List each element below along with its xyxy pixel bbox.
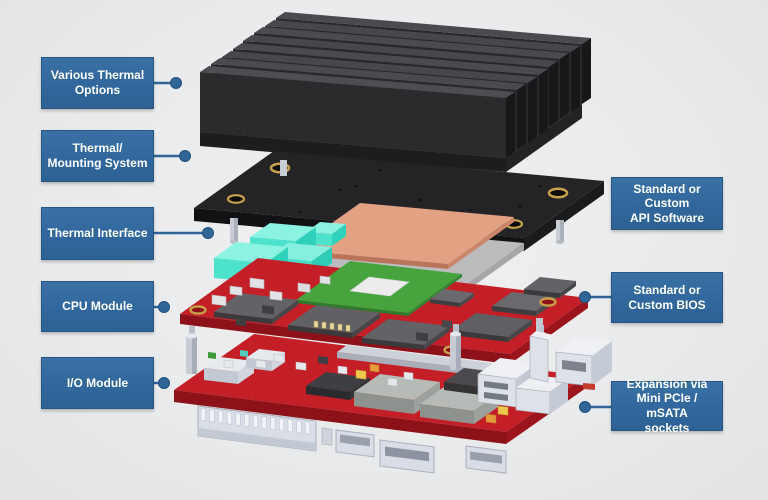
cpu-board-chips xyxy=(214,277,576,350)
label-api-software: Standard or Custom API Software xyxy=(611,177,723,230)
bottom-connectors xyxy=(321,427,507,474)
label-io-module: I/O Module xyxy=(41,357,154,409)
bottom-pin-header xyxy=(197,405,317,452)
label-custom-bios: Standard or Custom BIOS xyxy=(611,272,723,323)
label-thermal-mounting-system: Thermal/ Mounting System xyxy=(41,130,154,182)
cpu-package xyxy=(296,261,462,316)
heatsink-fins xyxy=(200,12,591,158)
cpu-module-board xyxy=(180,258,588,364)
expansion-brackets xyxy=(515,318,612,415)
label-various-thermal-options: Various Thermal Options xyxy=(41,57,154,109)
label-cpu-module: CPU Module xyxy=(41,281,154,332)
label-expansion-sockets: Expansion via Mini PCIe / mSATA sockets xyxy=(611,377,723,435)
io-module-board xyxy=(174,318,612,474)
heat-spreader-copper-plate xyxy=(294,203,514,269)
label-thermal-interface: Thermal Interface xyxy=(41,207,154,260)
heatsink xyxy=(200,12,591,172)
io-board-components xyxy=(204,349,509,424)
cpu-die xyxy=(349,276,410,297)
leader-dots xyxy=(158,77,591,413)
cpu-board-small-parts xyxy=(211,275,452,342)
